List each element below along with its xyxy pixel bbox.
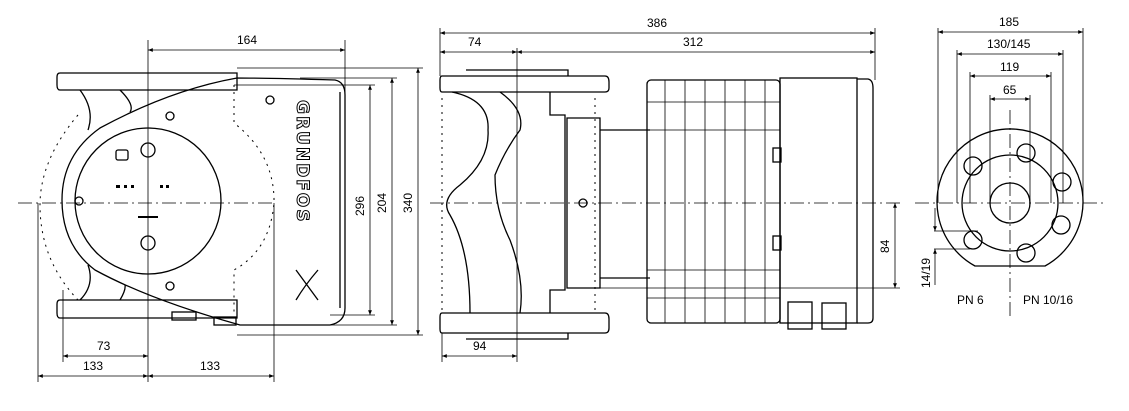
dim-185: 185: [999, 15, 1019, 29]
dim-296: 296: [353, 196, 367, 216]
dim-133-left: 133: [83, 359, 103, 373]
grundfos-logo: GRUNDFOS: [292, 100, 312, 224]
knob-icon: [140, 142, 156, 158]
flange-view: 185 130/145 119 65 14/19 PN 6 PN 10/16: [915, 15, 1105, 318]
dim-73: 73: [97, 339, 111, 353]
dim-74: 74: [468, 35, 482, 49]
dim-119: 119: [1000, 60, 1019, 74]
dim-84: 84: [878, 239, 892, 253]
dim-204: 204: [375, 193, 389, 213]
front-view: GRUNDFOS 164 296 204 340 73 133 133: [18, 33, 423, 382]
side-view: 386 74 312 94 84: [430, 16, 900, 362]
label-pn10-16: PN 10/16: [1023, 293, 1073, 307]
dim-14-19: 14/19: [919, 258, 933, 288]
dim-65: 65: [1003, 83, 1017, 97]
dim-312: 312: [683, 35, 703, 49]
dim-386: 386: [647, 16, 667, 30]
x-logo-icon: [295, 269, 319, 301]
dim-340: 340: [401, 193, 415, 213]
dim-164: 164: [237, 33, 257, 47]
arrow-button-icon: [140, 235, 156, 251]
dim-130-145: 130/145: [987, 37, 1031, 51]
label-pn6: PN 6: [957, 293, 984, 307]
dim-94: 94: [473, 339, 487, 353]
dim-133-right: 133: [200, 359, 220, 373]
